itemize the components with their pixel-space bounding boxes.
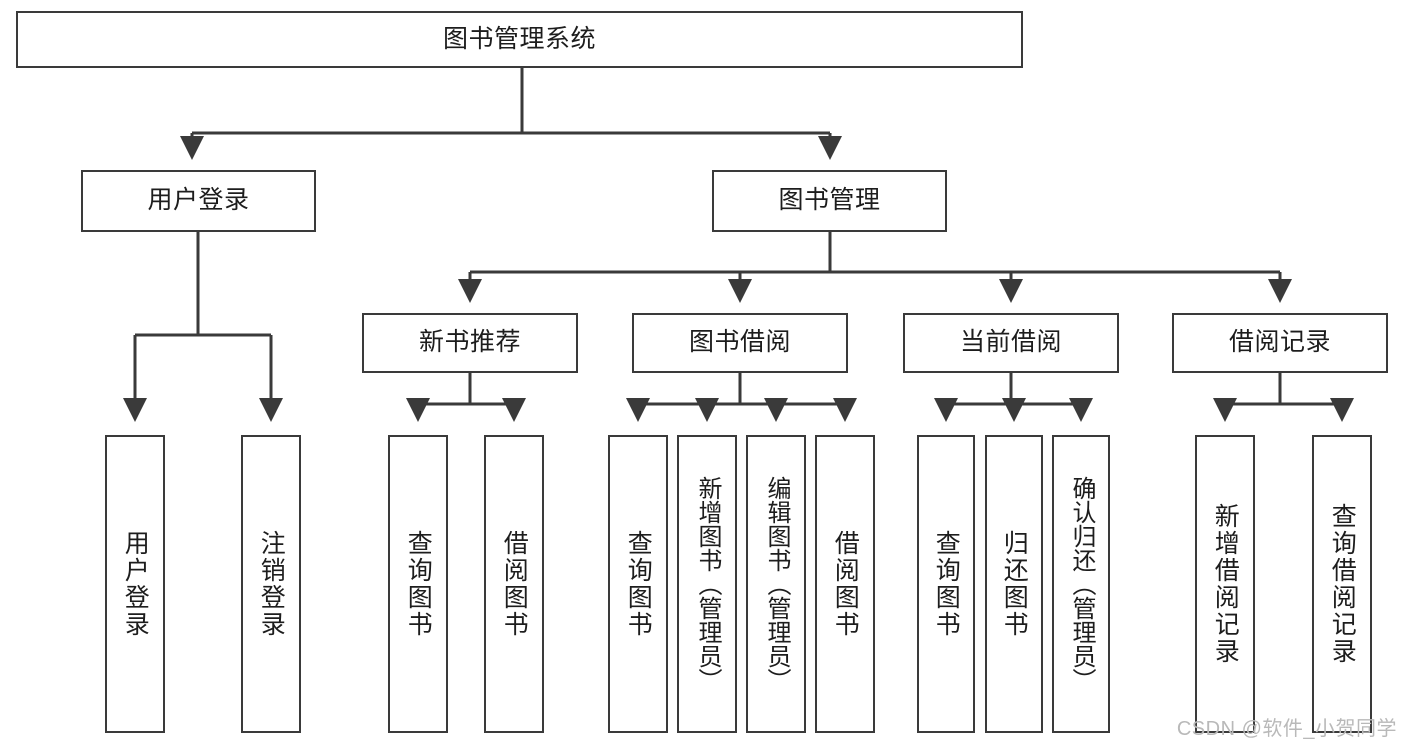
leaf-current-query-book[interactable]: 查询图书: [917, 435, 975, 733]
node-label: 借阅图书: [831, 530, 860, 638]
node-label: 编辑图书（管理员）: [763, 476, 790, 692]
leaf-recommend-query-book[interactable]: 查询图书: [388, 435, 448, 733]
leaf-borrow-borrow-book[interactable]: 借阅图书: [815, 435, 875, 733]
leaf-user-login-logout[interactable]: 注销登录: [241, 435, 301, 733]
watermark: CSDN @软件_小贺同学: [1176, 718, 1397, 740]
node-label: 用户登录: [121, 530, 150, 638]
node-label: 借阅记录: [1228, 328, 1331, 357]
leaf-borrow-query-book[interactable]: 查询图书: [608, 435, 668, 733]
node-label: 确认归还（管理员）: [1068, 476, 1095, 692]
node-label: 查询图书: [624, 530, 653, 638]
leaf-record-query-record[interactable]: 查询借阅记录: [1312, 435, 1372, 733]
node-label: 借阅图书: [500, 530, 529, 638]
node-new-book-recommend[interactable]: 新书推荐: [362, 313, 578, 373]
node-label: 注销登录: [257, 530, 286, 638]
node-label: 图书管理: [778, 186, 881, 215]
node-label: 查询图书: [404, 530, 433, 638]
node-label: 图书借阅: [688, 328, 791, 357]
node-current-borrow[interactable]: 当前借阅: [903, 313, 1119, 373]
leaf-record-add-record[interactable]: 新增借阅记录: [1195, 435, 1255, 733]
node-label: 归还图书: [1000, 530, 1029, 638]
node-label: 查询借阅记录: [1328, 503, 1357, 665]
node-label: 当前借阅: [959, 328, 1062, 357]
node-label: 新增借阅记录: [1211, 503, 1240, 665]
node-label: 图书管理系统: [442, 24, 596, 53]
node-book-management[interactable]: 图书管理: [712, 170, 947, 232]
node-root-system[interactable]: 图书管理系统: [16, 11, 1023, 68]
node-label: 新增图书（管理员）: [694, 476, 721, 692]
leaf-user-login-login[interactable]: 用户登录: [105, 435, 165, 733]
leaf-recommend-borrow-book[interactable]: 借阅图书: [484, 435, 544, 733]
node-label: 用户登录: [147, 186, 250, 215]
leaf-borrow-edit-book-admin[interactable]: 编辑图书（管理员）: [746, 435, 806, 733]
node-label: 查询图书: [932, 530, 961, 638]
leaf-borrow-add-book-admin[interactable]: 新增图书（管理员）: [677, 435, 737, 733]
node-book-borrow[interactable]: 图书借阅: [632, 313, 848, 373]
node-borrow-record[interactable]: 借阅记录: [1172, 313, 1388, 373]
node-label: 新书推荐: [418, 328, 521, 357]
leaf-current-confirm-return-admin[interactable]: 确认归还（管理员）: [1052, 435, 1110, 733]
leaf-current-return-book[interactable]: 归还图书: [985, 435, 1043, 733]
node-user-login[interactable]: 用户登录: [81, 170, 316, 232]
